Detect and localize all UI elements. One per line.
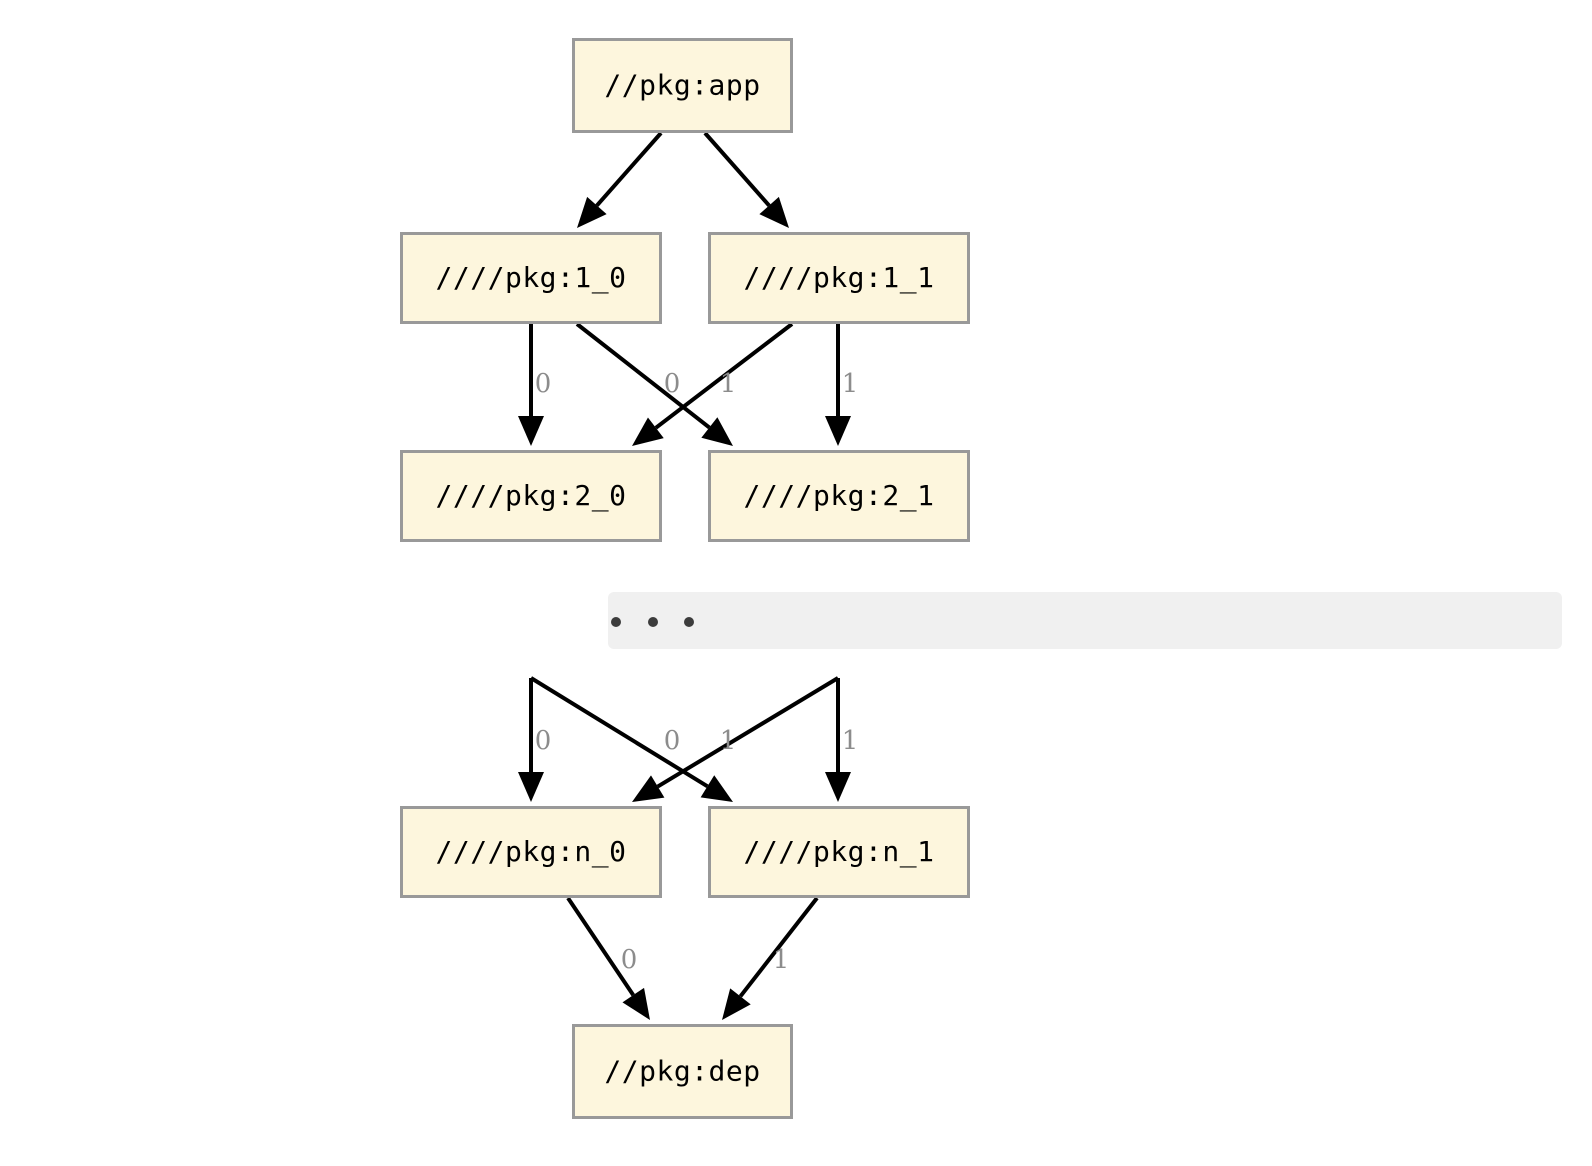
graph-edge: 0 [566,896,650,1020]
edge-arrowhead [722,988,751,1020]
edge-label: 1 [720,726,737,756]
graph-edge: 0 [529,676,733,802]
ellipsis-dot-2 [684,617,694,627]
edge-line [575,322,711,430]
edge-label: 1 [842,726,859,756]
edge-arrowhead [518,772,544,802]
node-layer: //pkg:app ////pkg:1_0 ////pkg:1_1 ////pkg:2… [400,38,970,1119]
edge-label: 1 [842,369,859,399]
graph-edge: 1 [825,678,858,802]
edge-arrowhead [622,987,650,1020]
edge-arrowhead [632,417,664,446]
edge-label: 0 [535,369,552,399]
edge-line [529,676,709,789]
edge-label: 1 [720,369,737,399]
ellipsis-band [608,592,1562,649]
graph-node-nn_0[interactable]: ////pkg:n_0 [400,806,662,898]
edge-arrowhead [701,417,733,446]
edge-line [654,322,794,430]
graph-node-nn_1[interactable]: ////pkg:n_1 [708,806,970,898]
graph-edge: 0 [518,678,551,802]
node-box[interactable] [572,38,793,133]
ellipsis-dot-0 [611,617,621,627]
edge-label: 0 [621,945,638,975]
edge-arrowhead [825,772,851,802]
edge-label: 1 [773,945,790,975]
edge-layer: 0 0 1 1 0 0 1 1 0 1 [518,131,858,1020]
node-label: ////pkg:n_0 [436,835,627,869]
node-box[interactable] [400,806,662,898]
node-label: ////pkg:1_1 [744,261,935,295]
node-label: //pkg:app [604,69,760,102]
edge-label: 0 [664,369,681,399]
node-box[interactable] [708,806,970,898]
graph-node-n2_1[interactable]: ////pkg:2_1 [708,450,970,542]
edge-label: 0 [664,726,681,756]
edge-line [703,131,771,207]
node-label: ////pkg:n_1 [744,835,935,869]
node-label: ////pkg:2_1 [744,479,935,513]
graph-node-n1_1[interactable]: ////pkg:1_1 [708,232,970,324]
node-box[interactable] [400,450,662,542]
node-box[interactable] [572,1024,793,1119]
graph-node-dep[interactable]: //pkg:dep [572,1024,793,1119]
node-label: ////pkg:1_0 [436,261,627,295]
graph-edge [703,131,789,228]
edge-arrowhead [518,416,544,446]
node-box[interactable] [400,232,662,324]
graph-node-app[interactable]: //pkg:app [572,38,793,133]
graph-edge: 1 [722,896,819,1020]
node-box[interactable] [708,232,970,324]
graph-node-n1_0[interactable]: ////pkg:1_0 [400,232,662,324]
graph-edge: 0 [575,322,733,446]
graph-edge [577,131,663,228]
ellipsis-layer [608,592,1562,649]
edge-line [738,896,819,998]
edge-arrowhead [577,196,607,228]
edge-arrowhead [700,775,733,802]
edge-label: 0 [535,726,552,756]
graph-edge: 0 [518,324,551,446]
edge-line [595,131,663,207]
node-label: //pkg:dep [604,1055,760,1088]
node-box[interactable] [708,450,970,542]
edge-arrowhead [825,416,851,446]
graph-edge: 1 [632,676,840,802]
graph-edge: 1 [632,322,794,446]
edge-arrowhead [632,775,665,802]
edge-line [566,896,635,997]
graph-node-n2_0[interactable]: ////pkg:2_0 [400,450,662,542]
graph-edge: 1 [825,324,858,446]
edge-line [656,676,840,789]
edge-arrowhead [759,196,789,228]
node-label: ////pkg:2_0 [436,479,627,513]
ellipsis-dot-1 [648,617,658,627]
